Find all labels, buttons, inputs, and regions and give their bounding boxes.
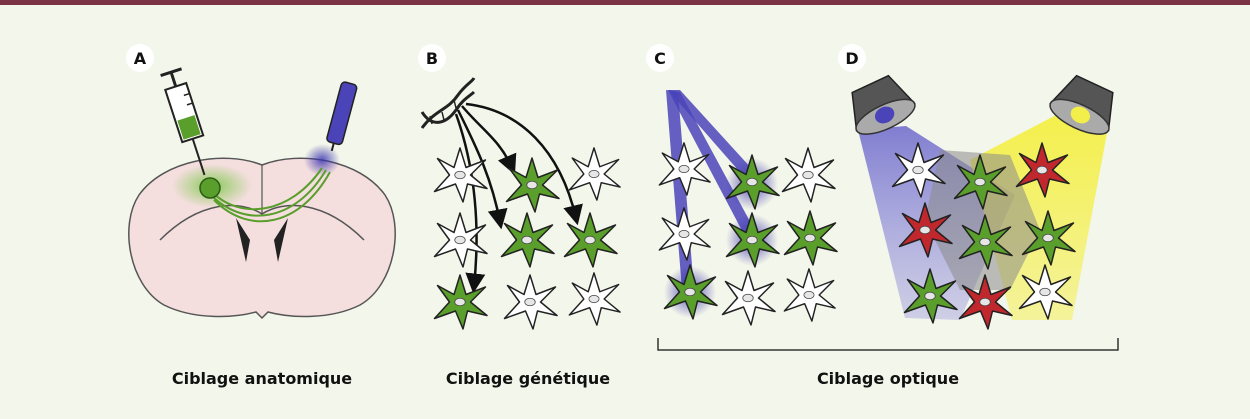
dna-icon (420, 77, 476, 129)
light-spot-glow (304, 144, 340, 176)
panel-c-badge (646, 44, 674, 72)
panel-a: A Ciblage (126, 44, 396, 388)
neuron-green (563, 212, 618, 268)
neuron-white (503, 274, 558, 330)
neuron-white (783, 268, 836, 322)
panel-b-badge (418, 44, 446, 72)
panel-b-letter: B (426, 49, 438, 68)
panel-d-letter: D (845, 49, 858, 68)
yellow-lamp-icon (1049, 74, 1114, 135)
neuron-white (568, 272, 621, 326)
top-accent-bar (0, 0, 1250, 5)
optical-bracket (657, 338, 1119, 351)
panel-d: D (838, 44, 1114, 330)
neuron-white (568, 147, 621, 201)
caption-genetique: Ciblage génétique (446, 369, 610, 388)
neuron-green (505, 157, 560, 213)
neuron-white (658, 207, 711, 261)
neuron-green (783, 210, 838, 266)
neuron-green (433, 274, 488, 330)
optic-fiber-icon (326, 81, 358, 152)
syringe-icon (160, 67, 206, 176)
panel-d-badge (838, 44, 866, 72)
panel-a-badge (126, 44, 154, 72)
panel-c: C (646, 44, 838, 326)
panel-a-letter: A (134, 49, 147, 68)
neuron-white (721, 270, 776, 326)
neuron-white (433, 212, 488, 268)
blue-lamp-icon (851, 74, 916, 135)
caption-optique: Ciblage optique (817, 369, 959, 388)
caption-anatomique: Ciblage anatomique (172, 369, 352, 388)
panel-b: B Ciblage génétique (418, 44, 621, 388)
neuron-green (500, 212, 555, 268)
neuron-white (781, 147, 836, 203)
panel-c-letter: C (654, 49, 666, 68)
transfected-cells-icon (199, 177, 221, 199)
